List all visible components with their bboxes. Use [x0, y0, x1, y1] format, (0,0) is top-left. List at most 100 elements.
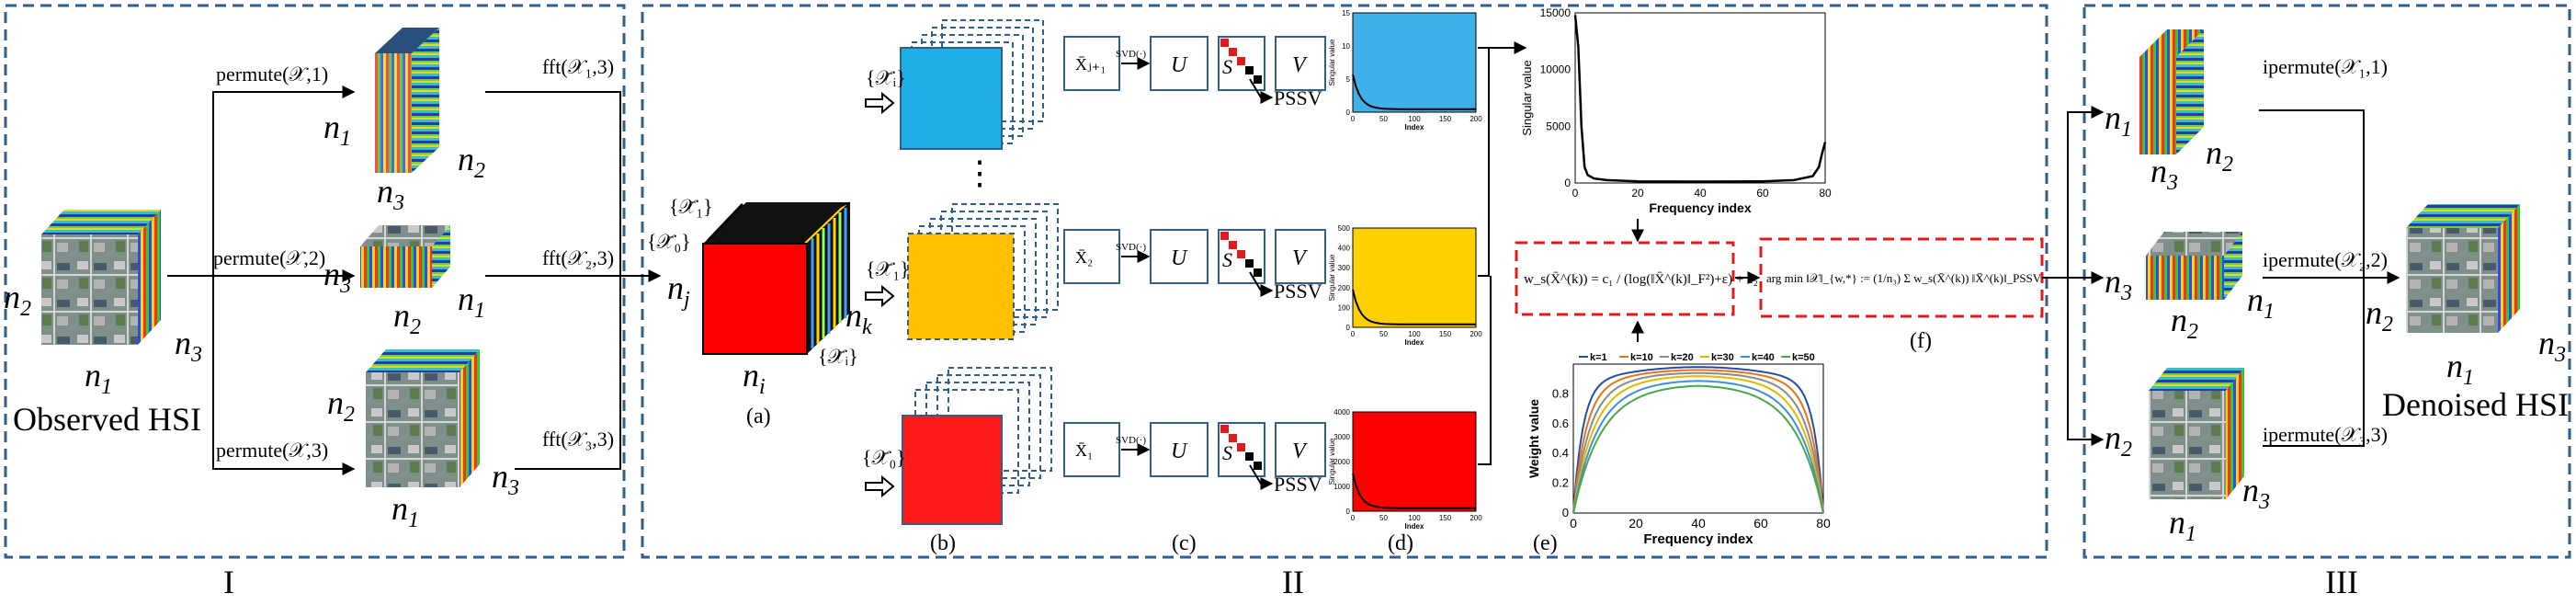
frequency-tensor [702, 201, 851, 355]
s-label: S [1222, 55, 1232, 78]
x-tick-label: 50 [1379, 330, 1388, 338]
c1-n2: n2 [458, 141, 485, 183]
hollow-arrow [865, 284, 895, 308]
fft-line [515, 276, 621, 470]
chart-area-fill [1352, 227, 1477, 328]
y-tick-label: 1000 [1333, 483, 1350, 491]
caption-e: (e) [1533, 531, 1558, 555]
permuted-cube-3 [366, 349, 480, 487]
singular-block [1254, 75, 1262, 84]
decay-curve [1352, 473, 1476, 509]
y-tick-label: 5000 [1546, 120, 1571, 132]
x-tick-label: 100 [1408, 330, 1421, 338]
c1-n1: n1 [323, 108, 351, 151]
panel-label-1: I [223, 564, 234, 600]
panel-3-border [2082, 4, 2571, 559]
y-tick-label: 0.8 [1552, 386, 1569, 400]
connector-line [1478, 276, 1492, 465]
y-axis-label: Singular value [1328, 254, 1336, 301]
legend-entry: k=40 [1752, 352, 1775, 363]
y-tick-label: 4000 [1333, 408, 1350, 417]
x-tick-label: 60 [1756, 187, 1769, 200]
x-tick-label: 40 [1694, 187, 1707, 200]
permute-2-label: permute(𝒳,2) [213, 246, 325, 269]
y-tick-label: 2000 [1333, 458, 1350, 466]
singular-block [1254, 462, 1262, 470]
u-label: U [1171, 246, 1188, 270]
x-tick-label: 0 [1351, 330, 1356, 338]
x-tick-label: 100 [1408, 514, 1421, 522]
fft-2-label: fft(𝒳₂,3) [542, 246, 614, 269]
slice-stack-mid [907, 203, 1059, 340]
c3-n1: n1 [392, 490, 419, 532]
singular-block [1245, 259, 1254, 268]
bot-slice-label: {𝒳̄₀} [862, 446, 906, 469]
panel-label-3: III [2325, 564, 2358, 600]
ipermute-line [2263, 278, 2365, 447]
tensor-nj: nj [667, 269, 690, 312]
fft-1-label: fft(𝒳₁,3) [542, 55, 614, 78]
matrix-label: X̄₂ [1075, 248, 1093, 267]
objective-formula: arg min ‖𝒳‖_{w,*} := (1/n₃) Σ w_s(X̄^(k)… [1766, 271, 2042, 285]
r1-n1: n1 [2105, 99, 2132, 142]
y-tick-label: 10 [1342, 42, 1350, 51]
observed-hsi-label: Observed HSI [13, 401, 201, 438]
v-label: V [1292, 53, 1308, 77]
u-box [1150, 422, 1209, 477]
tensor-nk: nk [845, 297, 872, 339]
weight-series-line [1572, 380, 1824, 514]
y-tick-label: 200 [1338, 284, 1351, 292]
x-axis-label: Index [1405, 338, 1424, 347]
den-n2: n2 [2366, 294, 2393, 337]
y-tick-label: 100 [1338, 303, 1351, 312]
legend-entry: k=50 [1792, 352, 1815, 363]
r3-n2: n2 [2105, 419, 2132, 462]
x-axis-label: Frequency index [1649, 200, 1751, 215]
weight-series-line [1572, 366, 1824, 514]
chart-area-fill [1352, 12, 1477, 113]
c2-n1: n1 [458, 280, 485, 323]
x-tick-label: 0 [1351, 115, 1356, 123]
legend-entry: k=20 [1671, 352, 1694, 363]
caption-f: (f) [1910, 329, 1932, 353]
u-box [1150, 229, 1209, 284]
x-tick-label: 0 [1570, 516, 1577, 531]
slice-stack-bot [902, 367, 1052, 525]
singular-block [1229, 241, 1237, 249]
singular-block [1237, 443, 1245, 451]
svd-label: SVD(·) [1116, 435, 1146, 446]
x-tick-label: 50 [1379, 514, 1388, 522]
restored-cube-2 [2146, 232, 2242, 300]
weight-series-line [1572, 375, 1824, 514]
vertical-ellipsis: ⋮ [963, 154, 996, 191]
output-arrow [2067, 278, 2105, 446]
tensor-slices [811, 208, 847, 348]
decay-curve [1352, 289, 1476, 325]
r3-n3: n3 [2242, 472, 2270, 514]
matrix-box [1063, 36, 1120, 91]
r2-n2: n2 [2171, 302, 2198, 344]
branch-line [167, 86, 356, 277]
x-tick-label: 50 [1379, 115, 1388, 123]
observed-hsi-cube [41, 210, 161, 345]
plot-frame [1574, 12, 1826, 184]
y-tick-label: 5 [1346, 75, 1351, 84]
svd-label: SVD(·) [1116, 242, 1146, 253]
s-box: S [1218, 36, 1265, 91]
x-tick-label: 0 [1572, 187, 1579, 200]
panel-label-2: II [1282, 564, 1304, 600]
ipermute-3-label: ipermute(𝒳₃,3) [2263, 423, 2388, 446]
caption-d: (d) [1388, 531, 1413, 555]
y-tick-label: 300 [1338, 264, 1351, 272]
x-tick-label: 40 [1691, 516, 1706, 531]
slice-x0-label: {𝒳̄₀} [647, 230, 691, 253]
pssv-arrow [1249, 78, 1274, 104]
denoised-hsi-cube [2406, 204, 2520, 333]
y-tick-label: 0.6 [1552, 417, 1569, 430]
c2-n2: n2 [393, 297, 421, 339]
r2-n3: n3 [2105, 263, 2132, 305]
